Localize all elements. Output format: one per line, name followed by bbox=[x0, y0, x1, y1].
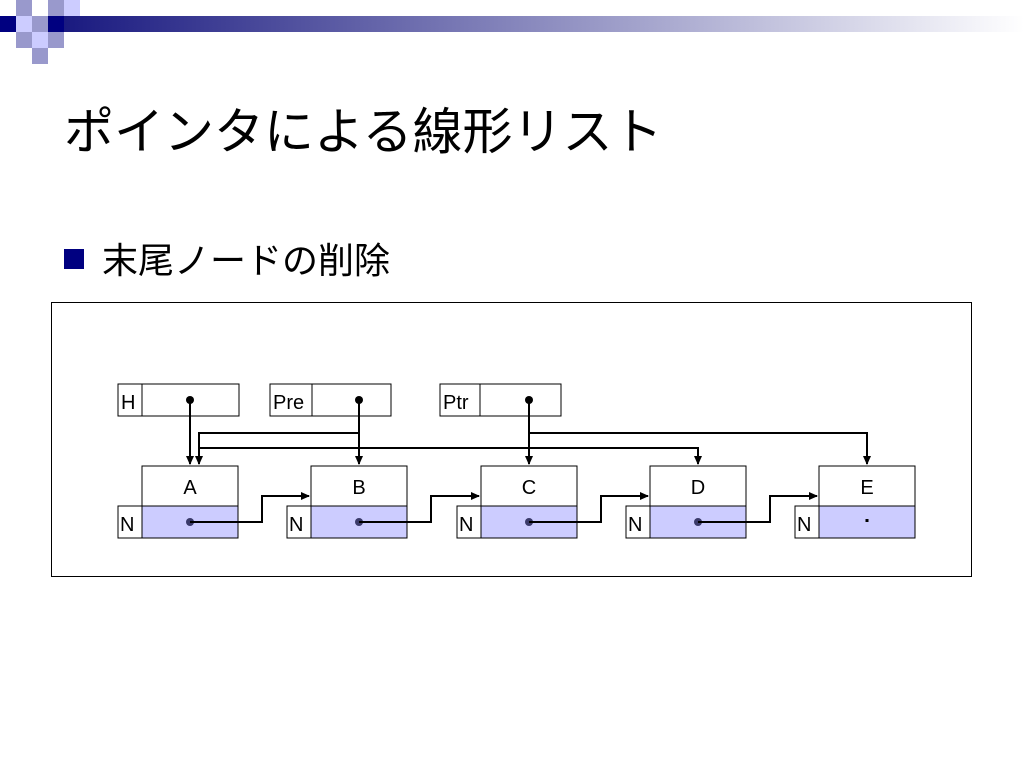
header-square bbox=[48, 0, 64, 16]
next-pointer-arrow bbox=[359, 492, 480, 523]
pointer-label-pre: Pre bbox=[273, 392, 304, 414]
pointer-label-cell bbox=[117, 383, 143, 417]
header-square bbox=[16, 32, 32, 48]
node-flag-cell bbox=[794, 505, 820, 539]
bullet-text: 末尾ノードの削除 bbox=[102, 241, 391, 282]
null-pointer-mark bbox=[865, 519, 869, 522]
node-data-cell bbox=[818, 465, 916, 507]
pointer-label-h: H bbox=[121, 392, 135, 414]
header-square bbox=[16, 16, 32, 32]
node-data-c: C bbox=[522, 477, 536, 499]
header-square bbox=[48, 16, 64, 32]
ptr-e-arrow bbox=[529, 432, 871, 465]
node-data-cell bbox=[649, 465, 747, 507]
node-data-d: D bbox=[691, 477, 705, 499]
pointer-label-cell bbox=[439, 383, 481, 417]
node-flag: N bbox=[628, 514, 642, 536]
header-decoration bbox=[0, 0, 1024, 64]
node-flag: N bbox=[289, 514, 303, 536]
bullet-item: 末尾ノードの削除 bbox=[64, 232, 390, 284]
header-gradient-bar bbox=[64, 16, 1024, 32]
node-data-cell bbox=[480, 465, 578, 507]
node-flag: N bbox=[797, 514, 811, 536]
node-data-e: E bbox=[860, 477, 873, 499]
pre-d-arrow bbox=[199, 447, 702, 465]
node-data-a: A bbox=[183, 477, 197, 499]
pointer-label-ptr: Ptr bbox=[443, 392, 469, 414]
pointer-value-cell bbox=[311, 383, 392, 417]
next-pointer-arrow bbox=[190, 492, 310, 523]
next-pointer-arrow bbox=[698, 492, 818, 523]
header-square bbox=[16, 0, 32, 16]
header-square bbox=[0, 0, 16, 16]
next-pointer-arrow bbox=[529, 492, 649, 523]
bullet-square-icon bbox=[64, 249, 84, 269]
node-flag: N bbox=[120, 514, 134, 536]
header-square bbox=[32, 16, 48, 32]
header-square bbox=[32, 48, 48, 64]
slide-title: ポインタによる線形リスト bbox=[64, 103, 663, 161]
node-flag-cell bbox=[456, 505, 482, 539]
header-square bbox=[64, 0, 80, 16]
pre-branch-arrow bbox=[195, 432, 359, 465]
node-flag: N bbox=[459, 514, 473, 536]
node-data-cell bbox=[310, 465, 408, 507]
header-square bbox=[32, 32, 48, 48]
pointer-value-cell bbox=[479, 383, 562, 417]
header-square bbox=[0, 16, 16, 32]
header-square bbox=[48, 32, 64, 48]
node-data-b: B bbox=[352, 477, 365, 499]
node-data-cell bbox=[141, 465, 239, 507]
